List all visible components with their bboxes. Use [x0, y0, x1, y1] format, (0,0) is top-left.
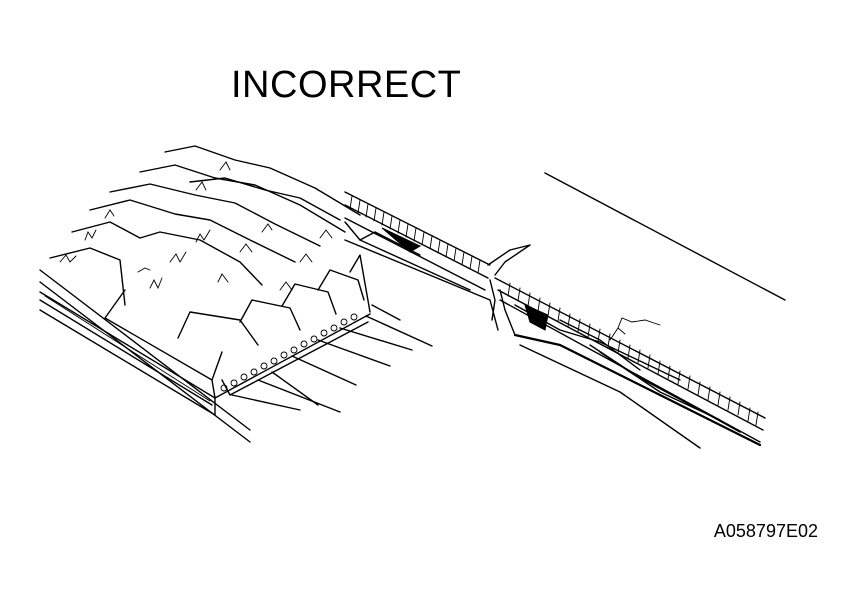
belt-cross-section-crack-drawing [344, 172, 786, 449]
cracked-belt-ribs-drawing [39, 145, 433, 443]
figure-title: INCORRECT [231, 64, 462, 106]
figure-reference-code: A058797E02 [713, 521, 818, 541]
